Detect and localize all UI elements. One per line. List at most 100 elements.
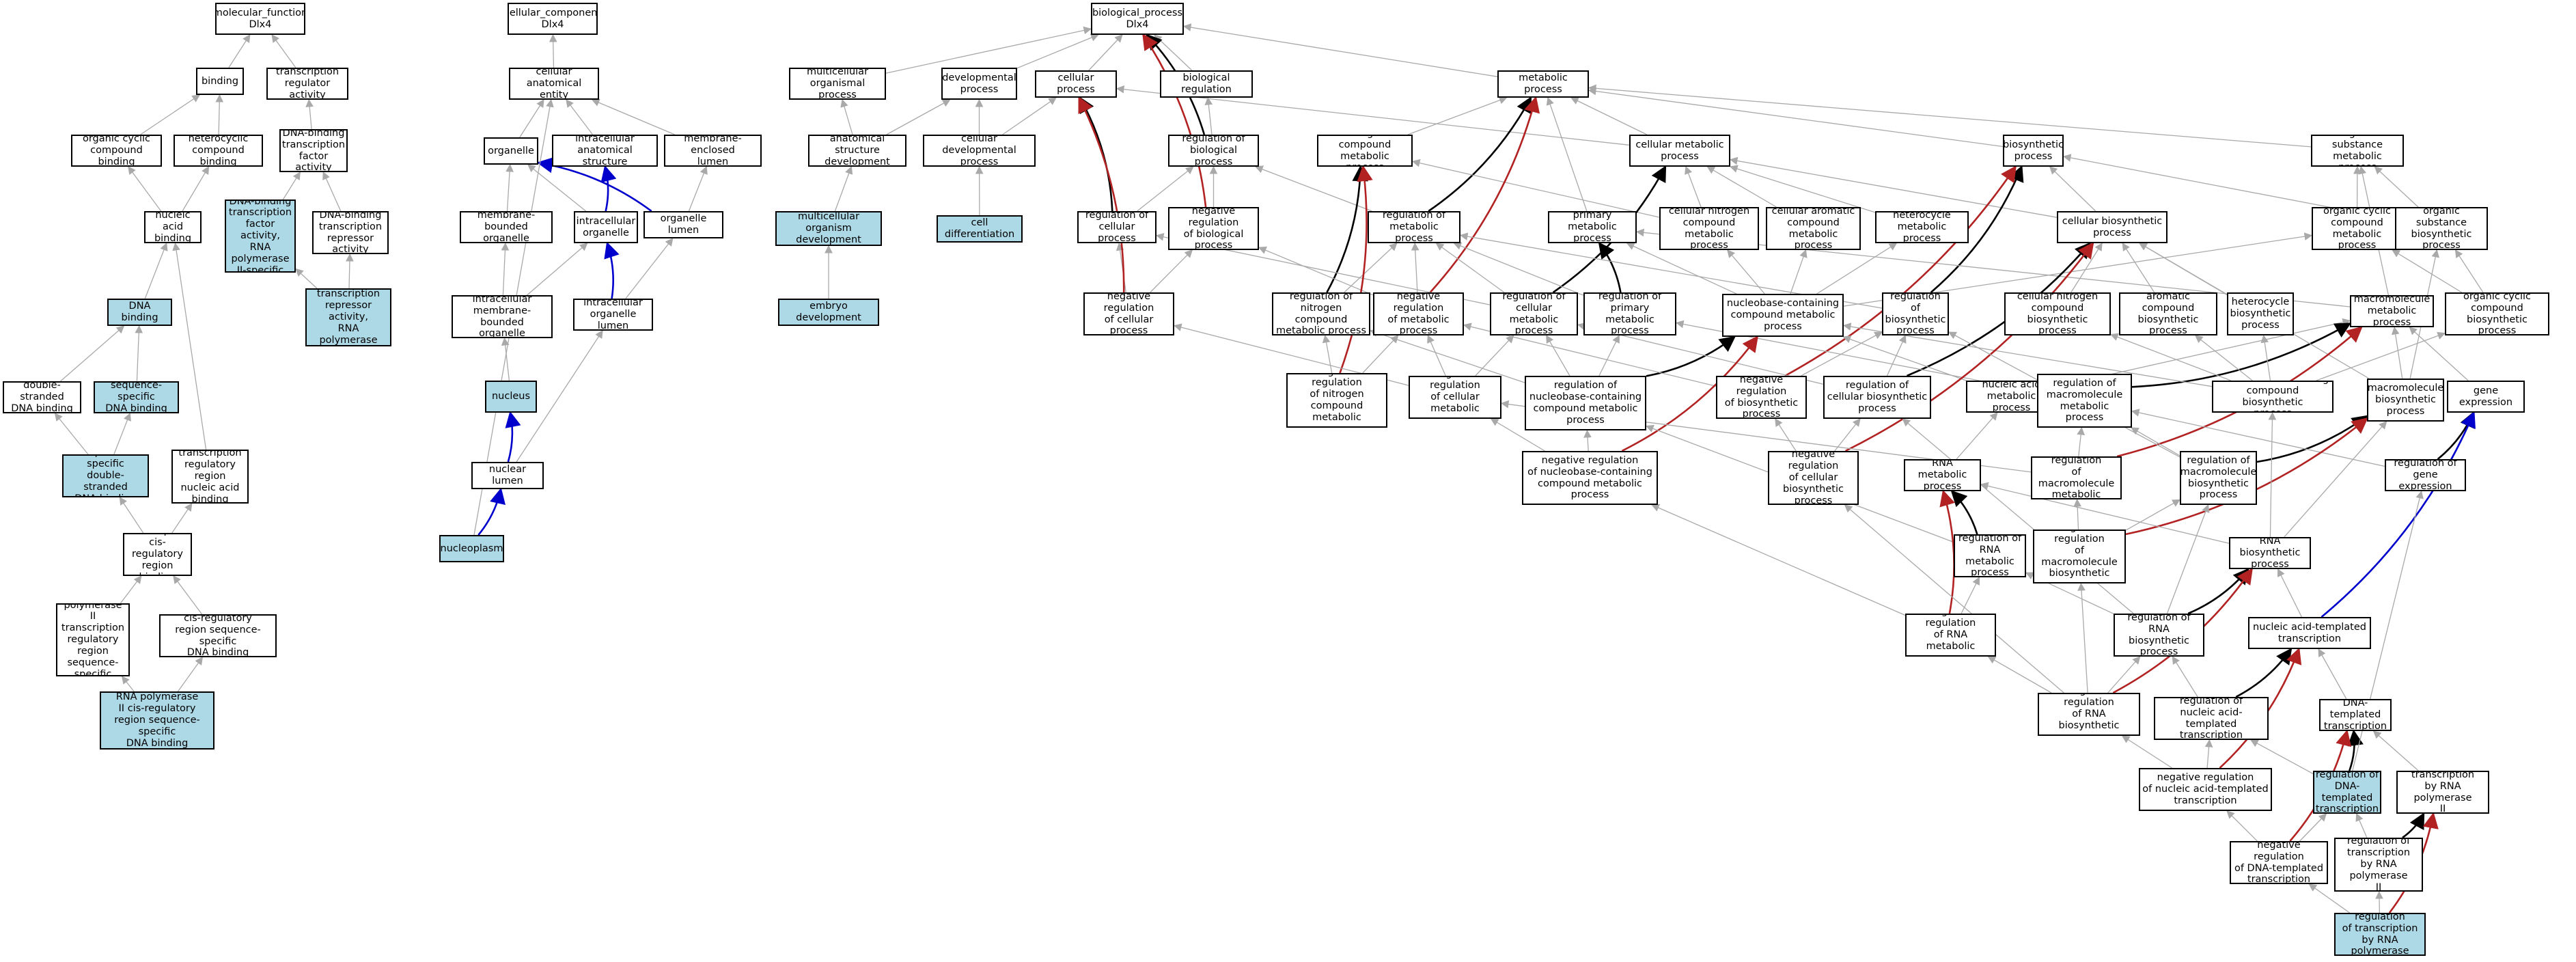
go-term-rbsp: regulation of biosynthetic process xyxy=(1882,292,1949,335)
go-term-rnbcmp: regulation of nucleobase-containing comp… xyxy=(1525,376,1646,430)
edge-regulates-rnatt-to-natt xyxy=(2235,648,2293,698)
go-term-cae: cellular anatomical entity xyxy=(509,68,599,100)
edge-is-a-cncmp-to-ncmp xyxy=(1411,159,1660,218)
go-term-ncmp: nitrogen compound metabolic process xyxy=(1317,135,1413,167)
go-term-rbp: regulation of biological process xyxy=(1168,135,1259,167)
go-term-embryo: embryo development xyxy=(778,299,879,326)
edge-is-a-nbcbp-to-acbp xyxy=(2194,335,2253,381)
edge-regulates-rtp2-to-tp2 xyxy=(2402,812,2425,839)
edge-is-a-nrtp2-to-rtp2 xyxy=(2375,890,2383,913)
edge-is-a-devp-to-bp_root xyxy=(1016,33,1099,69)
go-term-mbo: membrane-bounded organelle xyxy=(460,211,553,243)
go-term-tra: transcription regulator activity xyxy=(266,68,348,100)
edge-is-a-imbo-to-io xyxy=(527,243,588,296)
edge-is-a-cbp-to-cmp xyxy=(1729,156,2058,218)
go-term-hmp: heterocycle metabolic process xyxy=(1875,211,1969,243)
edge-is-a-nrnatt-to-rnatt xyxy=(2204,739,2213,769)
edge-is-a-cacmp-to-cmp xyxy=(1706,166,1777,208)
edge-is-a-nbcbp-to-cncbp xyxy=(2109,333,2232,381)
edge-is-a-mbo-to-organelle xyxy=(505,163,514,212)
edge-is-a-rmacbp-to-rmacmp xyxy=(2130,427,2180,456)
edge-is-a-occbp-to-occmp xyxy=(2392,249,2463,293)
go-term-cc-root: cellular_component Dlx4 xyxy=(508,3,598,35)
go-term-bp-root: biological_process Dlx4 xyxy=(1091,3,1184,35)
go-term-nrbp: negative regulation of biological proces… xyxy=(1168,207,1259,250)
go-term-nrncmp: negative regulation of nitrogen compound… xyxy=(1286,373,1387,428)
edge-is-a-rnabp-to-macbp xyxy=(2284,421,2387,538)
edge-is-a-nrrnabp-to-nrcbp xyxy=(1844,504,2064,693)
edge-is-a-nrnatt-to-nrrnabp xyxy=(2121,735,2173,769)
edge-is-a-ssdnab-to-dnab xyxy=(135,325,143,382)
edge-is-a-rrnabp-to-rmacbp xyxy=(2166,504,2210,614)
go-term-mop: multicellular organismal process xyxy=(789,68,886,100)
go-term-rpmp: regulation of primary metabolic process xyxy=(1583,292,1676,335)
go-term-cacmp: cellular aromatic compound metabolic pro… xyxy=(1766,207,1861,250)
edge-is-a-cdp-to-cp xyxy=(1002,97,1057,135)
edge-regulates-rbsp-to-bsp xyxy=(1930,165,2024,293)
edge-is-a-macbp-to-macmp xyxy=(2391,326,2403,379)
edge-is-a-binding-to-mf_root xyxy=(228,34,251,68)
go-term-rcmp: regulation of cellular metabolic process xyxy=(1490,292,1578,335)
go-term-natt: nucleic acid-templated transcription xyxy=(2248,617,2371,649)
edge-is-a-io-to-organelle xyxy=(527,164,587,212)
go-term-rnabp: RNA biosynthetic process xyxy=(2229,537,2311,569)
edge-is-a-nrcbp-to-nrbsp xyxy=(1775,418,1797,452)
edge-is-a-nrmacbp-to-rmacbp xyxy=(2125,499,2181,531)
go-term-rrnabp: regulation of RNA biosynthetic process xyxy=(2114,614,2204,657)
edge-is-a-tp2-to-dtt xyxy=(2372,730,2419,771)
go-term-hcb: heterocyclic compound binding xyxy=(174,135,263,167)
edge-is-a-nrtp2-to-nrdtt xyxy=(2308,883,2350,913)
go-term-nlumen: nuclear lumen xyxy=(471,462,544,489)
go-term-nrcp: negative regulation of cellular process xyxy=(1083,292,1174,335)
go-term-devp: developmental process xyxy=(941,68,1017,100)
edge-is-a-gexp-to-macmp xyxy=(2409,327,2469,381)
go-term-nucleoplasm: nucleoplasm xyxy=(439,535,504,562)
go-term-ssdnab: sequence-specific DNA binding xyxy=(94,381,179,413)
edge-is-a-cbp-to-bsp xyxy=(2049,166,2096,212)
edge-is-a-cae-to-cc_root xyxy=(549,33,557,68)
edge-is-a-rnabp-to-nbcbp xyxy=(2268,411,2277,538)
edge-is-a-acbp-to-cbp xyxy=(2122,243,2155,293)
go-term-nrbsp: negative regulation of biosynthetic proc… xyxy=(1716,376,1807,419)
go-term-macbp: macromolecule biosynthetic process xyxy=(2367,379,2444,422)
edge-is-a-rnap2crr-to-rnap2trr xyxy=(121,676,135,692)
edge-is-a-dbtfa_pol2-to-dbtfa xyxy=(282,171,301,200)
go-term-nrmacmp: negative regulation of macromolecule met… xyxy=(2031,456,2122,499)
edge-is-a-ssdsdnab-to-dsdnab xyxy=(54,413,89,455)
go-term-nucleus: nucleus xyxy=(485,381,537,413)
go-term-dnab: DNA binding xyxy=(107,299,172,326)
edge-is-a-dsdnab-to-dnab xyxy=(60,325,125,382)
go-term-nab: nucleic acid binding xyxy=(144,211,202,243)
edge-is-a-nbcbp-to-occbp xyxy=(2316,331,2446,381)
edge-is-a-rdtt-to-rgexp xyxy=(2352,490,2424,771)
go-term-dbtfa: DNA-binding transcription factor activit… xyxy=(279,129,348,172)
go-term-osmp: organic substance metabolic process xyxy=(2311,135,2404,167)
edge-part-of-io-to-ias xyxy=(600,165,617,212)
edge-is-a-rnap2trr-to-tcrrb xyxy=(120,575,142,604)
edge-is-a-rpmp-to-rmp xyxy=(1453,242,1584,296)
edge-is-a-imbo-to-mbo xyxy=(501,242,510,296)
go-term-dbtra-pol2: DNA-binding transcription repressor acti… xyxy=(305,288,391,346)
go-term-mf-root: molecular_function Dlx4 xyxy=(215,3,305,35)
go-term-cmp: cellular metabolic process xyxy=(1629,135,1730,167)
edge-is-a-mod-to-asd xyxy=(834,165,853,212)
edge-is-a-nab-to-occb xyxy=(128,166,162,212)
edge-is-a-dbtra-to-dbtfa xyxy=(322,171,342,212)
edge-is-a-dtt-to-natt xyxy=(2318,648,2347,700)
edge-is-a-nbcmp-to-hmp xyxy=(1816,243,1898,294)
edge-is-a-nrdtt-to-rdtt xyxy=(2299,813,2327,842)
go-term-rrnamp: regulation of RNA metabolic process xyxy=(1954,534,2026,577)
go-term-rnap2crr: RNA polymerase II cis-regulatory region … xyxy=(100,691,214,750)
edge-regulates-rrnamp-to-rnamp xyxy=(1950,490,1978,535)
go-term-occb: organic cyclic compound binding xyxy=(71,135,162,167)
go-term-nrnatt: negative regulation of nucleic acid-temp… xyxy=(2139,768,2272,811)
go-term-pmp: primary metabolic process xyxy=(1548,211,1637,243)
go-term-rmacbp: regulation of macromolecule biosynthetic… xyxy=(2180,451,2257,505)
go-term-ias: intracellular anatomical structure xyxy=(552,135,658,167)
edge-is-a-nrcp-to-nrbp xyxy=(1150,249,1193,293)
edge-is-a-nrcp-to-rcp xyxy=(1116,242,1126,293)
edge-part-of-natt-to-gexp xyxy=(2321,411,2476,618)
edge-is-a-osmp-to-mp xyxy=(1588,84,2312,148)
go-term-tp2: transcription by RNA polymerase II xyxy=(2396,771,2489,814)
go-term-rnatt: regulation of nucleic acid-templated tra… xyxy=(2154,697,2269,740)
